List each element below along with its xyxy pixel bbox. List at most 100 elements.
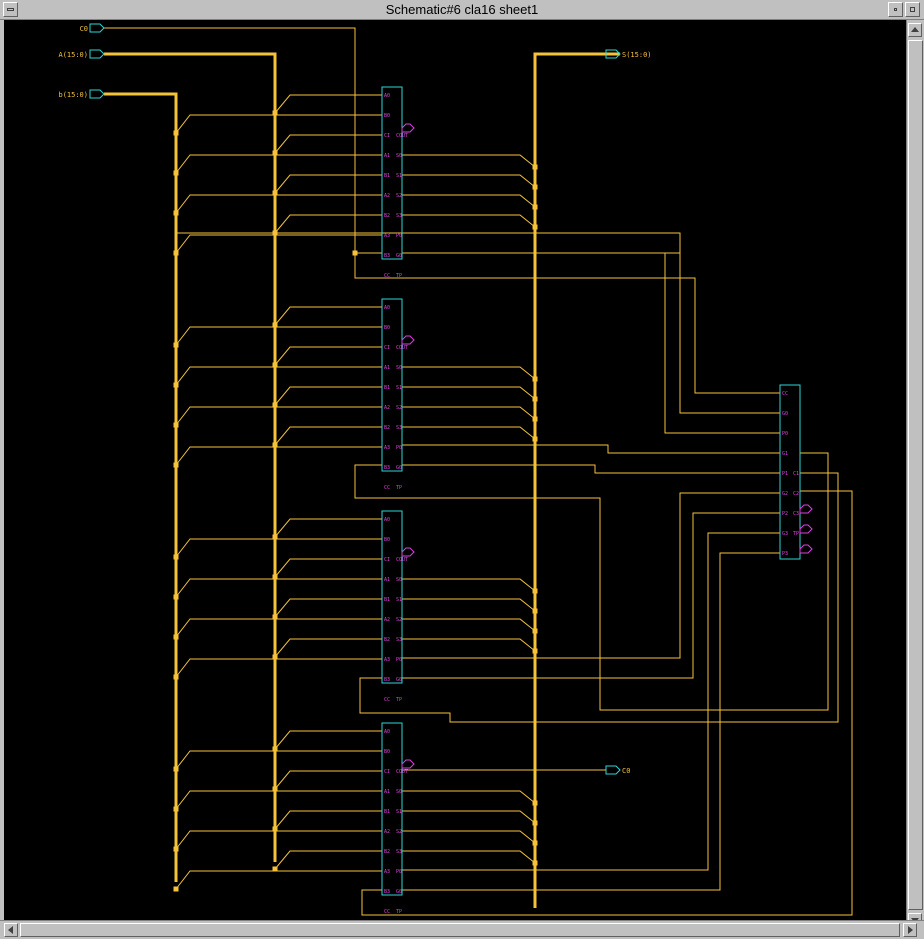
cout-port-icon (401, 335, 415, 345)
b-bit-wire (175, 406, 382, 426)
a-bit-wire (274, 518, 382, 538)
vertical-scrollbar[interactable] (906, 20, 924, 927)
adder-pin-label: G0 (396, 677, 402, 683)
s-bit-wire (402, 598, 536, 612)
adder-pin-label: A2 (384, 405, 390, 411)
adder-pin-label: A1 (384, 365, 390, 371)
schematic-drawing[interactable]: A0B0CIA1B1A2B2A3B3CCCOUTS0S1S2S3P0G0TPA0… (4, 20, 906, 920)
adder-pin-label: B2 (384, 213, 390, 219)
adder-pin-label: S1 (396, 385, 402, 391)
horizontal-scroll-thumb[interactable] (20, 923, 900, 937)
b-bit-wire (175, 234, 382, 254)
c3-wire (361, 490, 853, 916)
lookahead-pin-label: C2 (793, 491, 799, 497)
port-shape (89, 49, 105, 59)
scroll-up-button[interactable] (908, 23, 922, 37)
adder-pin-label: CC (384, 909, 390, 915)
adder-pin-label: S3 (396, 637, 402, 643)
port-label: A(15:0) (58, 51, 88, 59)
s-bit-wire (402, 154, 536, 168)
adder-pin-label: B2 (384, 637, 390, 643)
a-bit-wire (274, 386, 382, 406)
g2-wire (402, 492, 780, 659)
a-bit-wire (274, 810, 382, 830)
s-bit-wire (402, 214, 536, 228)
adder-pin-label: COUT (396, 345, 408, 351)
adder-pin-label: A2 (384, 617, 390, 623)
adder-pin-label: P0 (396, 657, 402, 663)
port-label: C0 (622, 767, 630, 775)
scroll-right-button[interactable] (903, 923, 917, 937)
adder-pin-label: S0 (396, 789, 402, 795)
s-bit-wire (402, 406, 536, 420)
horizontal-scrollbar[interactable] (0, 920, 924, 939)
window-titlebar[interactable]: Schematic#6 cla16 sheet1 (0, 0, 924, 20)
carry-port-icon (799, 504, 813, 514)
adder-pin-label: TP (396, 485, 402, 491)
adder-pin-label: CC (384, 485, 390, 491)
vertical-scroll-thumb[interactable] (908, 40, 923, 910)
adder-pin-label: B3 (384, 677, 390, 683)
carry-port-icon (799, 544, 813, 554)
adder-pin-label: G0 (396, 889, 402, 895)
scroll-left-button[interactable] (4, 923, 18, 937)
a-bit-wire (274, 214, 382, 234)
adder-pin-label: CC (384, 697, 390, 703)
adder-pin-label: CI (384, 557, 390, 563)
adder-pin-label: TP (396, 909, 402, 915)
s-bit-wire (402, 830, 536, 844)
adder-pin-label: A1 (384, 577, 390, 583)
g0-wire (176, 232, 681, 254)
window-menu-button[interactable] (3, 2, 18, 17)
adder-pin-label: TP (396, 273, 402, 279)
bus-a (104, 52, 277, 862)
s-bit-wire (402, 790, 536, 804)
s-bit-wire (402, 386, 536, 400)
lookahead-pin-label: G0 (782, 411, 788, 417)
b-bit-wire (175, 578, 382, 598)
port-shape (605, 49, 621, 59)
adder-pin-label: A3 (384, 869, 390, 875)
a-bit-wire (274, 770, 382, 790)
s-bit-wire (402, 426, 536, 440)
maximize-button[interactable] (905, 2, 920, 17)
adder-pin-label: B3 (384, 465, 390, 471)
adder-pin-label: B0 (384, 113, 390, 119)
lookahead-pin-label: C3 (793, 511, 799, 517)
b-bit-wire (175, 446, 382, 466)
adder-pin-label: S2 (396, 405, 402, 411)
port-shape (605, 765, 621, 775)
adder-pin-label: A0 (384, 517, 390, 523)
adder-pin-label: A1 (384, 153, 390, 159)
adder-box (381, 722, 403, 896)
adder-pin-label: COUT (396, 133, 408, 139)
adder-pin-label: A3 (384, 445, 390, 451)
a-bit-wire (274, 346, 382, 366)
b-bit-wire (175, 154, 382, 174)
lookahead-box (779, 384, 801, 560)
b-bit-wire (175, 326, 382, 346)
adder-box (381, 510, 403, 684)
a-bit-wire (274, 558, 382, 578)
adder-pin-label: COUT (396, 557, 408, 563)
adder-pin-label: B0 (384, 537, 390, 543)
adder-pin-label: P0 (396, 445, 402, 451)
s-bit-wire (402, 618, 536, 632)
adder-pin-label: B2 (384, 425, 390, 431)
s-bit-wire (402, 850, 536, 864)
adder-pin-label: B0 (384, 325, 390, 331)
port-label: S(15:0) (622, 51, 652, 59)
lookahead-pin-label: P1 (782, 471, 788, 477)
c1-wire (354, 452, 829, 711)
minimize-button[interactable] (888, 2, 903, 17)
adder-pin-label: CI (384, 769, 390, 775)
b-bit-wire (175, 114, 382, 134)
adder-pin-label: S2 (396, 617, 402, 623)
adder-pin-label: B1 (384, 385, 390, 391)
b-bit-wire (175, 790, 382, 810)
adder-pin-label: A3 (384, 657, 390, 663)
adder-pin-label: A1 (384, 789, 390, 795)
port-label: C0 (80, 25, 88, 33)
